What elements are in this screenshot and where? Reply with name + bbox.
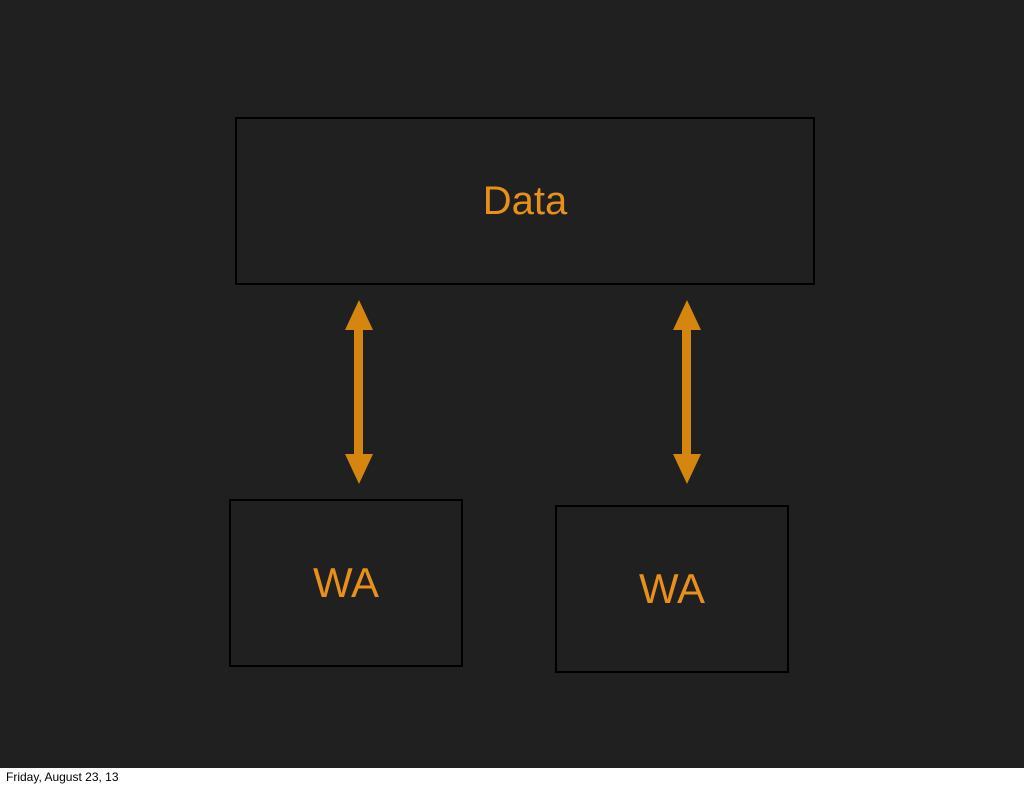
wa-box-right-label: WA bbox=[638, 565, 706, 612]
arrow-data-to-wa-left bbox=[345, 300, 373, 484]
arrow-data-to-wa-right bbox=[673, 300, 701, 484]
wa-box-right: WA bbox=[555, 505, 789, 673]
slide: Data WA WA bbox=[0, 0, 1024, 768]
footer-date: Friday, August 23, 13 bbox=[6, 770, 119, 784]
data-box: Data bbox=[235, 117, 815, 285]
wa-box-left: WA bbox=[229, 499, 463, 667]
wa-box-left-label: WA bbox=[312, 559, 380, 606]
arrows-layer bbox=[345, 300, 701, 484]
data-box-label: Data bbox=[482, 178, 568, 223]
